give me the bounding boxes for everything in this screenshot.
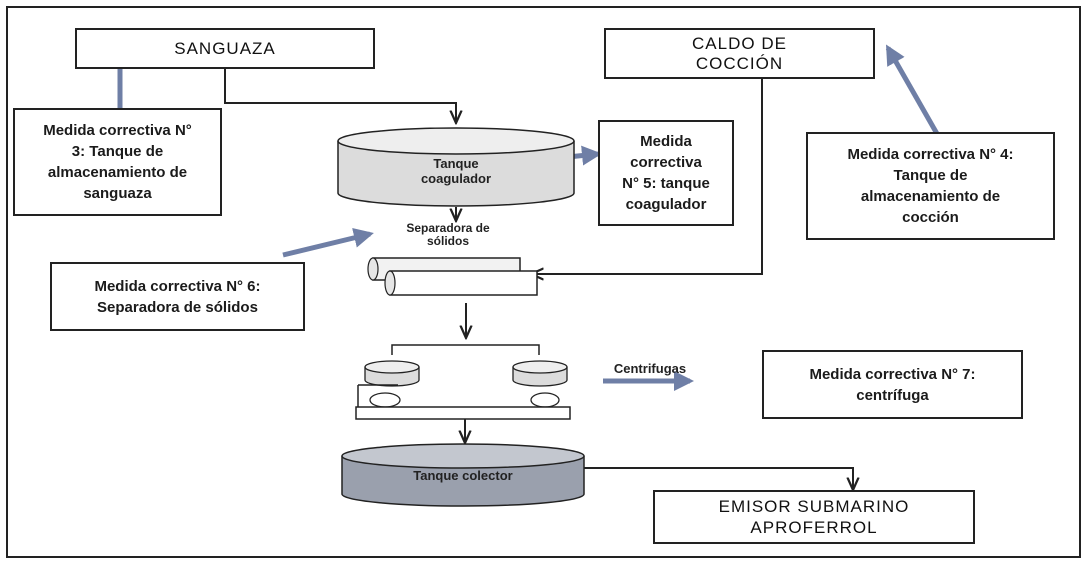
tanque-coagulador-shape [337,127,575,207]
centrifugas-shape [355,344,571,420]
m5-line1: Medida [640,133,692,150]
m3-line3: almacenamiento de [47,164,188,181]
separadora-label-line1: Separadora de [406,221,490,235]
corrective-measure-4-box: Medida correctiva N° 4: Tanque de almace… [806,132,1055,240]
corrective-measure-3-box: Medida correctiva N° 3: Tanque de almace… [13,108,222,216]
emisor-line1: EMISOR SUBMARINO [718,497,910,516]
m3-line4: sanguaza [83,185,152,202]
centrifugas-label: Centrifugas [613,361,687,376]
m5-line3: N° 5: tanque [622,175,710,192]
corrective-measure-6-box: Medida correctiva N° 6: Separadora de só… [50,262,305,331]
coagulador-label-line2: coagulador [420,171,492,186]
m7-line2: centrífuga [856,386,929,404]
m5-line2: correctiva [630,154,702,171]
m3-line2: 3: Tanque de [71,143,164,160]
tanque-coagulador-label: Tanque coagulador [386,156,526,186]
m6-line1: Medida correctiva N° 6: [94,277,261,295]
tanque-colector-shape [341,443,585,507]
m4-line3: almacenamiento de [860,188,1001,205]
separadora-label-line2: sólidos [426,234,469,248]
sanguaza-box: SANGUAZA [75,28,375,69]
m3-line1: Medida correctiva N° [43,122,192,139]
flow-caldo-to-separadora [531,78,763,274]
m6-line2: Separadora de sólidos [97,298,258,316]
corrective-measure-7-box: Medida correctiva N° 7: centrífuga [762,350,1023,419]
separadora-label: Separadora de sólidos [368,222,528,248]
caldo-label-line2: COCCIÓN [695,53,784,73]
flow-sanguaza-to-coagulador [224,67,456,123]
m4-line2: Tanque de [893,167,968,184]
separadora-shape [367,257,538,296]
m7-line1: Medida correctiva N° 7: [809,365,976,383]
emisor-submarino-box: EMISOR SUBMARINO APROFERROL [653,490,975,544]
tanque-colector-label: Tanque colector [413,468,513,483]
flow-colector-to-emisor [583,467,853,490]
corrective-measure-5-box: Medida correctiva N° 5: tanque coagulado… [598,120,734,226]
pointer-m4-to-caldo [885,44,947,148]
emisor-line2: APROFERROL [750,518,878,537]
caldo-label-line1: CALDO DE [692,33,787,53]
coagulador-label-line1: Tanque [433,156,479,171]
m5-line4: coagulador [625,196,707,213]
sanguaza-label: SANGUAZA [174,38,276,58]
pointer-m6-to-separadora [282,228,374,258]
caldo-coccion-box: CALDO DE COCCIÓN [604,28,875,79]
m4-line4: cocción [902,209,959,226]
m4-line1: Medida correctiva N° 4: [847,146,1014,163]
